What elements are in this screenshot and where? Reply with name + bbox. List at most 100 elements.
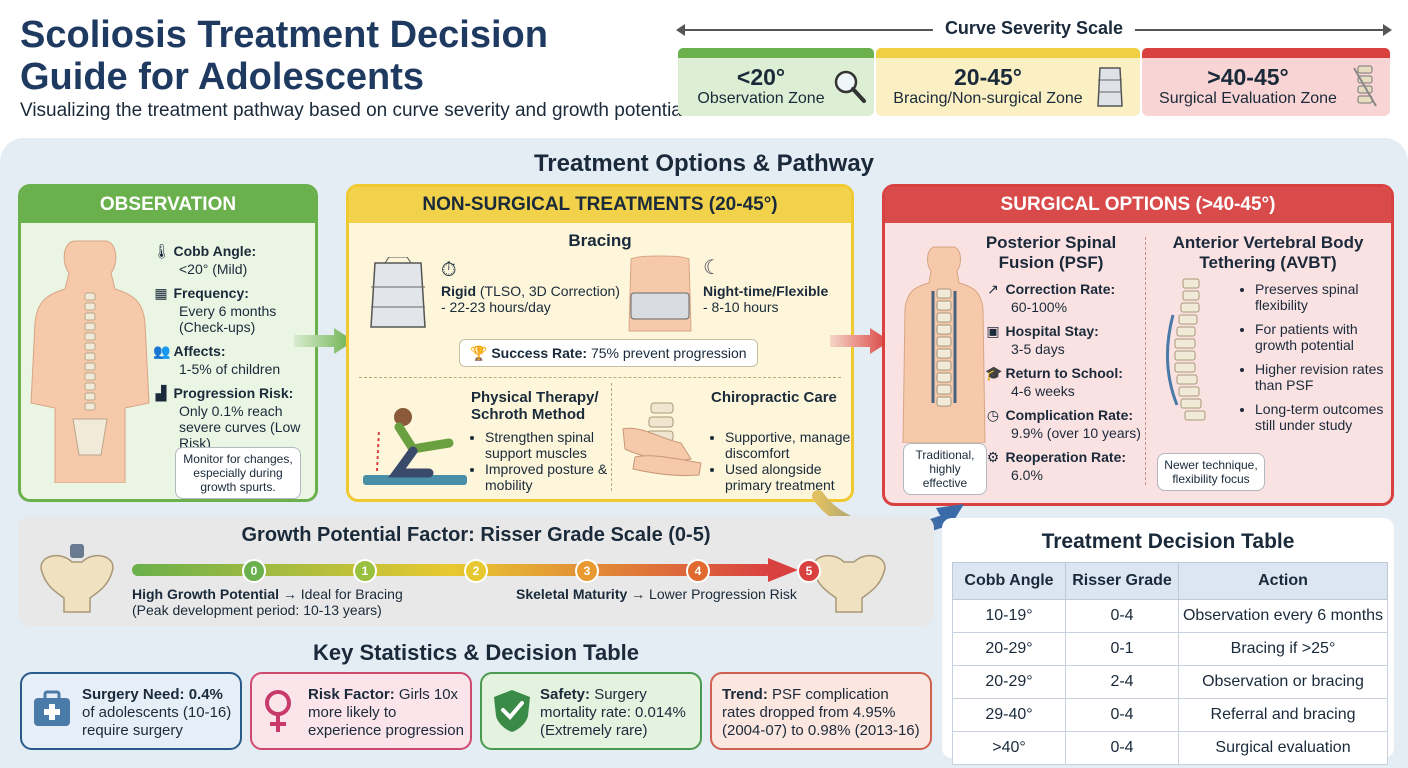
zone-bar-red xyxy=(1142,48,1390,58)
calendar-icon: ▦ xyxy=(154,285,168,301)
surgical-heading: SURGICAL OPTIONS (>40-45°) xyxy=(885,187,1391,223)
decision-table: Cobb Angle Risser Grade Action 10-19°0-4… xyxy=(952,562,1388,765)
pathway-arrow-green xyxy=(294,328,354,354)
risser-right-text: Skeletal Maturity → Lower Progression Ri… xyxy=(516,586,797,602)
psf-item: ▣ Hospital Stay:3-5 days xyxy=(986,323,1099,357)
obs-item-progression: ▟ Progression Risk: Only 0.1% reach seve… xyxy=(153,385,309,451)
pt-title: Physical Therapy/ Schroth Method xyxy=(471,389,599,423)
risser-grade-marker: 1 xyxy=(353,559,377,583)
magnifier-icon xyxy=(834,70,866,103)
bracing-title: Bracing xyxy=(568,231,632,250)
stat-text: Trend: PSF complication rates dropped fr… xyxy=(722,686,920,739)
rigid-brace-icon xyxy=(370,257,426,328)
risser-scale-bar xyxy=(132,558,798,582)
clock-icon: ◷ xyxy=(986,407,1000,423)
list-item: Strengthen spinal support muscles xyxy=(485,429,625,461)
observation-heading: OBSERVATION xyxy=(21,187,315,223)
risser-grade-marker: 0 xyxy=(242,559,266,583)
zone-bracing: 20-45° Bracing/Non-surgical Zone xyxy=(876,48,1140,116)
zone-value: 20-45° xyxy=(953,64,1023,90)
pelvis-icon-right xyxy=(812,554,886,613)
pt-list: Strengthen spinal support muscles Improv… xyxy=(471,429,625,493)
exercise-illustration xyxy=(363,408,467,485)
nonsurgical-panel: NON-SURGICAL TREATMENTS (20-45°) Bracing… xyxy=(346,184,854,502)
rigid-brace-text: Rigid (TLSO, 3D Correction) - 22-23 hour… xyxy=(441,283,620,315)
divider xyxy=(1145,237,1146,485)
trophy-icon: 🏆 xyxy=(470,345,488,361)
observation-note: Monitor for changes, especially during g… xyxy=(175,447,301,499)
severity-scale-header: Curve Severity Scale xyxy=(676,18,1392,42)
list-item: Used alongside primary treatment xyxy=(725,461,851,493)
moon-icon: ☾ xyxy=(703,257,721,279)
zone-observation: <20° Observation Zone xyxy=(678,48,874,116)
flexible-brace-icon xyxy=(628,255,692,332)
decision-table-panel: Treatment Decision Table Cobb Angle Riss… xyxy=(942,518,1394,765)
list-item: For patients with growth potential xyxy=(1255,321,1391,353)
gear-icon: ⚙ xyxy=(986,449,1000,465)
list-item: Long-term outcomes still under study xyxy=(1255,401,1391,433)
divider xyxy=(359,377,841,378)
brace-icon xyxy=(1097,67,1123,107)
night-brace-text: Night-time/Flexible - 8-10 hours xyxy=(703,283,829,315)
psf-stats: ↗ Correction Rate:60-100% ▣ Hospital Sta… xyxy=(985,281,1145,483)
page-subtitle: Visualizing the treatment pathway based … xyxy=(20,100,692,121)
chiro-list: Supportive, manages discomfort Used alon… xyxy=(711,429,851,493)
obs-item-affects: 👥 Affects: 1-5% of children xyxy=(153,343,281,377)
people-icon: 👥 xyxy=(153,343,171,359)
surgical-panel: SURGICAL OPTIONS (>40-45°) Traditional, … xyxy=(882,184,1394,506)
risser-grade-marker: 5 xyxy=(797,559,821,583)
stat-text: Safety: Surgery mortality rate: 0.014% (… xyxy=(540,686,686,739)
observation-panel: OBSERVATION 🌡 Cobb Angle: <20° (Mild) ▦ … xyxy=(18,184,318,502)
psf-item: ⚙ Reoperation Rate:6.0% xyxy=(986,449,1127,483)
stat-card-risk-factor: Risk Factor: Girls 10x more likely to ex… xyxy=(250,672,472,750)
thermometer-icon: 🌡 xyxy=(153,243,171,259)
chiropractic-illustration xyxy=(622,402,702,477)
treatment-section-title: Treatment Options & Pathway xyxy=(533,150,875,177)
zone-value: <20° xyxy=(736,64,786,90)
avbt-note: Newer technique, flexibility focus xyxy=(1157,453,1265,491)
decision-table-title: Treatment Decision Table xyxy=(1041,530,1295,553)
column-header: Risser Grade xyxy=(1065,562,1179,600)
divider xyxy=(611,383,612,491)
stat-text: Risk Factor: Girls 10x more likely to ex… xyxy=(308,686,464,739)
risser-grade-marker: 2 xyxy=(464,559,488,583)
obs-item-frequency: ▦ Frequency: Every 6 months (Check-ups) xyxy=(154,285,277,335)
pelvis-icon-left xyxy=(40,544,114,613)
avbt-list: Preserves spinal flexibility For patient… xyxy=(1241,281,1391,433)
back-spine-illustration xyxy=(30,240,150,483)
stats-title: Key Statistics & Decision Table xyxy=(312,640,640,665)
list-item: Higher revision rates than PSF xyxy=(1255,361,1391,393)
nonsurgical-heading: NON-SURGICAL TREATMENTS (20-45°) xyxy=(349,187,851,223)
chiro-title: Chiropractic Care xyxy=(711,389,837,406)
spine-icon xyxy=(1353,65,1377,107)
page-title: Scoliosis Treatment Decision Guide for A… xyxy=(20,14,548,98)
zone-bar-yellow xyxy=(876,48,1140,58)
column-header: Action xyxy=(1178,562,1388,600)
fusion-spine-illustration xyxy=(902,246,986,443)
obs-item-cobb: 🌡 Cobb Angle: <20° (Mild) xyxy=(153,243,257,277)
trend-icon: ↗ xyxy=(987,281,999,297)
psf-title: Posterior Spinal Fusion (PSF) xyxy=(985,233,1117,272)
risser-grade-marker: 4 xyxy=(686,559,710,583)
chart-icon: ▟ xyxy=(155,385,167,401)
risser-title: Growth Potential Factor: Risser Grade Sc… xyxy=(241,524,711,546)
zone-name: Bracing/Non-surgical Zone xyxy=(893,90,1083,107)
zone-name: Surgical Evaluation Zone xyxy=(1159,90,1337,107)
stat-card-trend: Trend: PSF complication rates dropped fr… xyxy=(710,672,932,750)
psf-item: 🎓 Return to School:4-6 weeks xyxy=(985,365,1123,399)
pathway-arrow-red xyxy=(830,328,890,354)
psf-item: ◷ Complication Rate:9.9% (over 10 years) xyxy=(986,407,1141,441)
risser-grade-marker: 3 xyxy=(575,559,599,583)
hospital-icon: ▣ xyxy=(986,323,1000,339)
clock-icon: ⏱ xyxy=(441,259,457,281)
tethered-spine-illustration xyxy=(1165,278,1206,421)
zone-name: Observation Zone xyxy=(697,90,825,107)
list-item: Preserves spinal flexibility xyxy=(1255,281,1391,313)
zone-value: >40-45° xyxy=(1207,64,1289,90)
female-icon xyxy=(265,690,291,732)
success-rate-badge: 🏆 Success Rate: 75% prevent progression xyxy=(459,339,758,367)
